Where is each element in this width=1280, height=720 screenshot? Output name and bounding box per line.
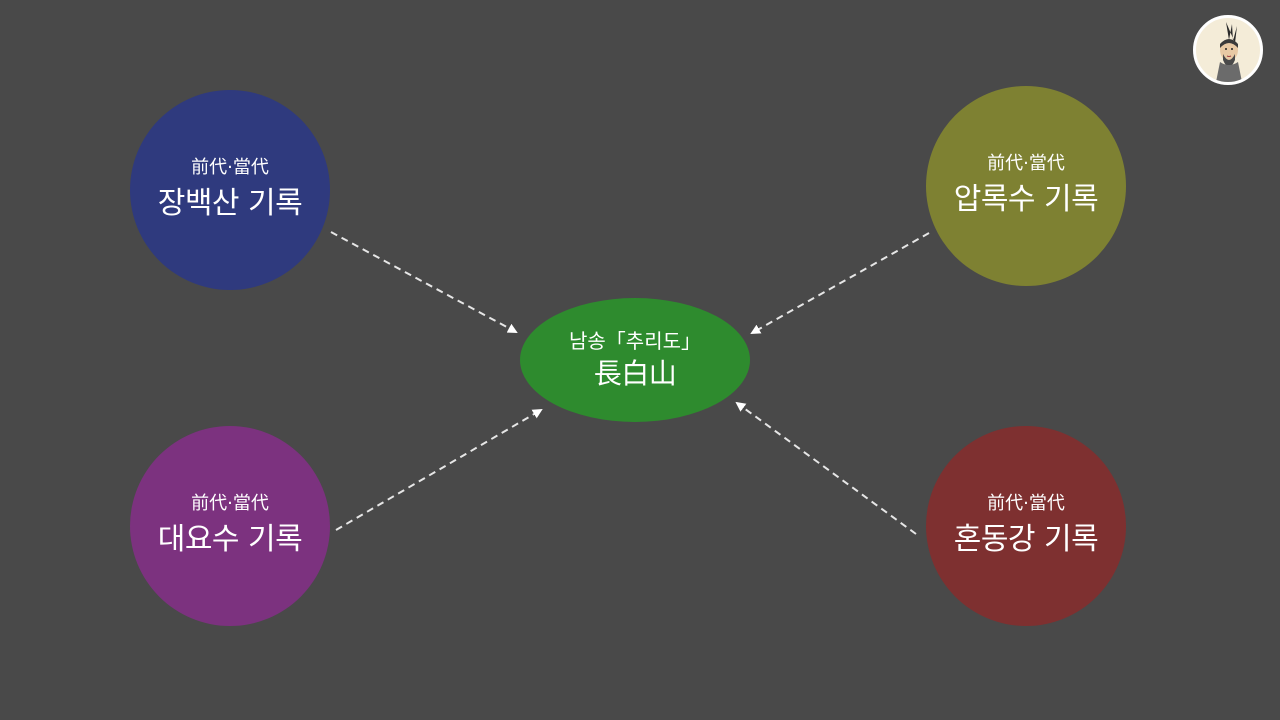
node-daeyosu-record: 前代·當代 대요수 기록 [130,426,330,626]
node-subtitle: 前代·當代 [987,493,1065,514]
arrow-jangbaeksan-to-center [330,231,518,333]
node-hondonggang-record: 前代·當代 혼동강 기록 [926,426,1126,626]
channel-avatar [1193,15,1263,85]
center-node-changbaishan: 남송「추리도」 長白山 [520,298,750,422]
node-subtitle: 前代·當代 [191,157,269,178]
node-title: 혼동강 기록 [953,522,1099,557]
node-subtitle: 前代·當代 [987,153,1065,174]
arrow-daeyosu-to-center [335,408,543,531]
node-title: 압록수 기록 [953,182,1099,217]
node-jangbaeksan-record: 前代·當代 장백산 기록 [130,90,330,290]
node-title: 대요수 기록 [157,522,303,557]
center-title: 長白山 [593,357,677,390]
arrow-hondonggang-to-center [735,401,917,535]
node-subtitle: 前代·當代 [191,493,269,514]
scholar-portrait-icon [1216,22,1242,82]
node-title: 장백산 기록 [157,186,303,221]
node-amnoksu-record: 前代·當代 압록수 기록 [926,86,1126,286]
center-subtitle: 남송「추리도」 [569,329,701,353]
arrow-amnoksu-to-center [750,232,930,334]
